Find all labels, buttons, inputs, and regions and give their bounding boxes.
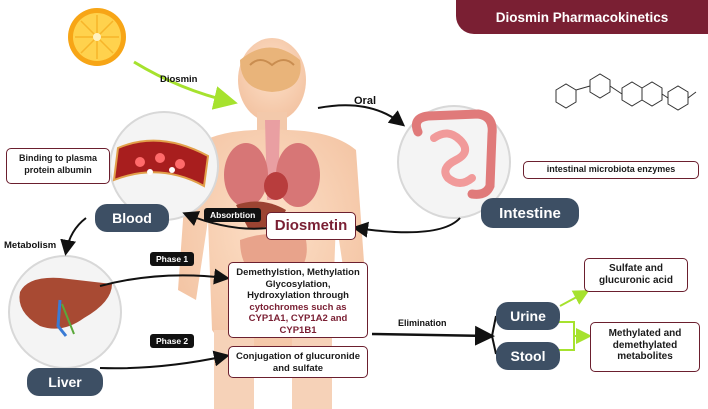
urine-pill: Urine xyxy=(496,302,560,330)
elimination-arrow xyxy=(371,325,495,346)
phase1-reactions: Demethylstion, Methylation Glycosylation… xyxy=(236,267,360,301)
diosmin-arrow xyxy=(133,60,238,110)
phase2-tag: Phase 2 xyxy=(150,334,195,348)
diosmin-label: Diosmin xyxy=(160,74,198,85)
heart-icon xyxy=(264,172,288,200)
microbiota-enzymes-box: intestinal microbiota enzymes xyxy=(523,161,699,179)
intestine-pill: Intestine xyxy=(481,198,579,228)
diosmin-structure-icon xyxy=(555,73,697,111)
phase1-box: Demethylstion, Methylation Glycosylation… xyxy=(228,262,368,338)
intestine-icon xyxy=(411,109,497,199)
urine-arrow xyxy=(559,290,590,307)
elimination-label: Elimination xyxy=(398,318,447,328)
intestine-to-diosmetin-arrow xyxy=(352,217,461,238)
phase2-box: Conjugation of glucuronide and sulfate xyxy=(228,346,368,378)
urine-products-box: Sulfate and glucuronic acid xyxy=(584,258,688,292)
phase1-enzymes: cytochromes such as CYP1A1, CYP1A2 and C… xyxy=(248,301,348,336)
albumin-binding-box: Binding to plasma protein albumin xyxy=(6,148,110,184)
oral-label: Oral xyxy=(354,95,377,107)
brain-icon xyxy=(240,47,301,92)
liver-icon xyxy=(19,277,112,337)
orange-icon xyxy=(68,8,126,66)
blood-vessel-icon xyxy=(112,139,210,188)
metabolism-arrow xyxy=(60,217,87,256)
diosmetin-box: Diosmetin xyxy=(266,212,356,240)
phase1-tag: Phase 1 xyxy=(150,252,195,266)
elimination-branch-stool xyxy=(491,335,497,355)
phase2-arrow xyxy=(99,350,230,370)
stool-pill: Stool xyxy=(496,342,560,370)
page-title: Diosmin Pharmacokinetics xyxy=(456,0,708,34)
absorption-arrow xyxy=(182,211,269,230)
blood-pill: Blood xyxy=(95,204,169,232)
metabolism-label: Metabolism xyxy=(4,240,57,251)
oral-arrow xyxy=(317,104,406,127)
stool-products-box: Methylated and demethylated metabolites xyxy=(590,322,700,372)
phase1-arrow xyxy=(99,268,230,287)
elimination-branch-urine xyxy=(491,315,497,337)
stool-bracket xyxy=(558,321,588,351)
absorption-tag: Absorbtion xyxy=(204,208,262,222)
liver-pill: Liver xyxy=(27,368,103,396)
left-lung-icon xyxy=(224,143,268,207)
